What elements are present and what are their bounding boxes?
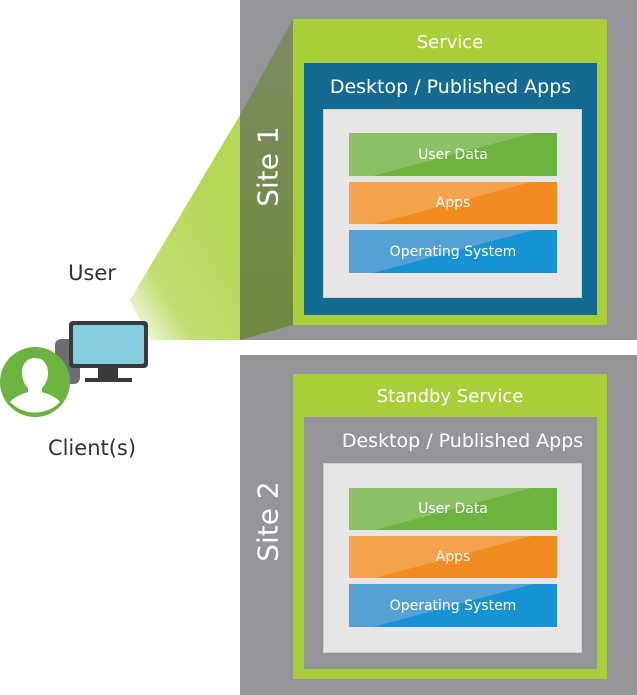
- site-1-service-label: Service: [416, 32, 484, 53]
- site-2-layer-apps: Apps: [349, 536, 557, 578]
- layer-label: Operating System: [389, 243, 517, 260]
- site-1-layer-apps: Apps: [349, 182, 557, 224]
- layer-label: Operating System: [389, 597, 517, 614]
- site-2-service-label: Standby Service: [376, 386, 524, 407]
- site-2-layer-operating-system: Operating System: [349, 584, 557, 627]
- layer-label: Apps: [435, 549, 471, 565]
- user-avatar-icon: [0, 347, 70, 417]
- user-label: User: [68, 261, 116, 285]
- clients-label: Client(s): [47, 436, 137, 460]
- site-2-desktop-label: Desktop / Published Apps: [341, 430, 584, 452]
- beam-outside: [130, 115, 240, 340]
- site-1-layer-user-data: User Data: [349, 133, 557, 176]
- desktop-monitor-icon: [69, 321, 148, 382]
- client-icons: [0, 321, 148, 417]
- site-1-label: Site 1: [251, 126, 285, 207]
- layer-label: Apps: [435, 195, 471, 211]
- site-1-desktop-label: Desktop / Published Apps: [329, 76, 572, 98]
- site-2-layer-user-data: User Data: [349, 488, 557, 530]
- site-1-layer-operating-system: Operating System: [349, 230, 557, 273]
- site-2-label: Site 2: [251, 481, 285, 562]
- layer-label: User Data: [418, 501, 488, 517]
- layer-label: User Data: [418, 146, 488, 163]
